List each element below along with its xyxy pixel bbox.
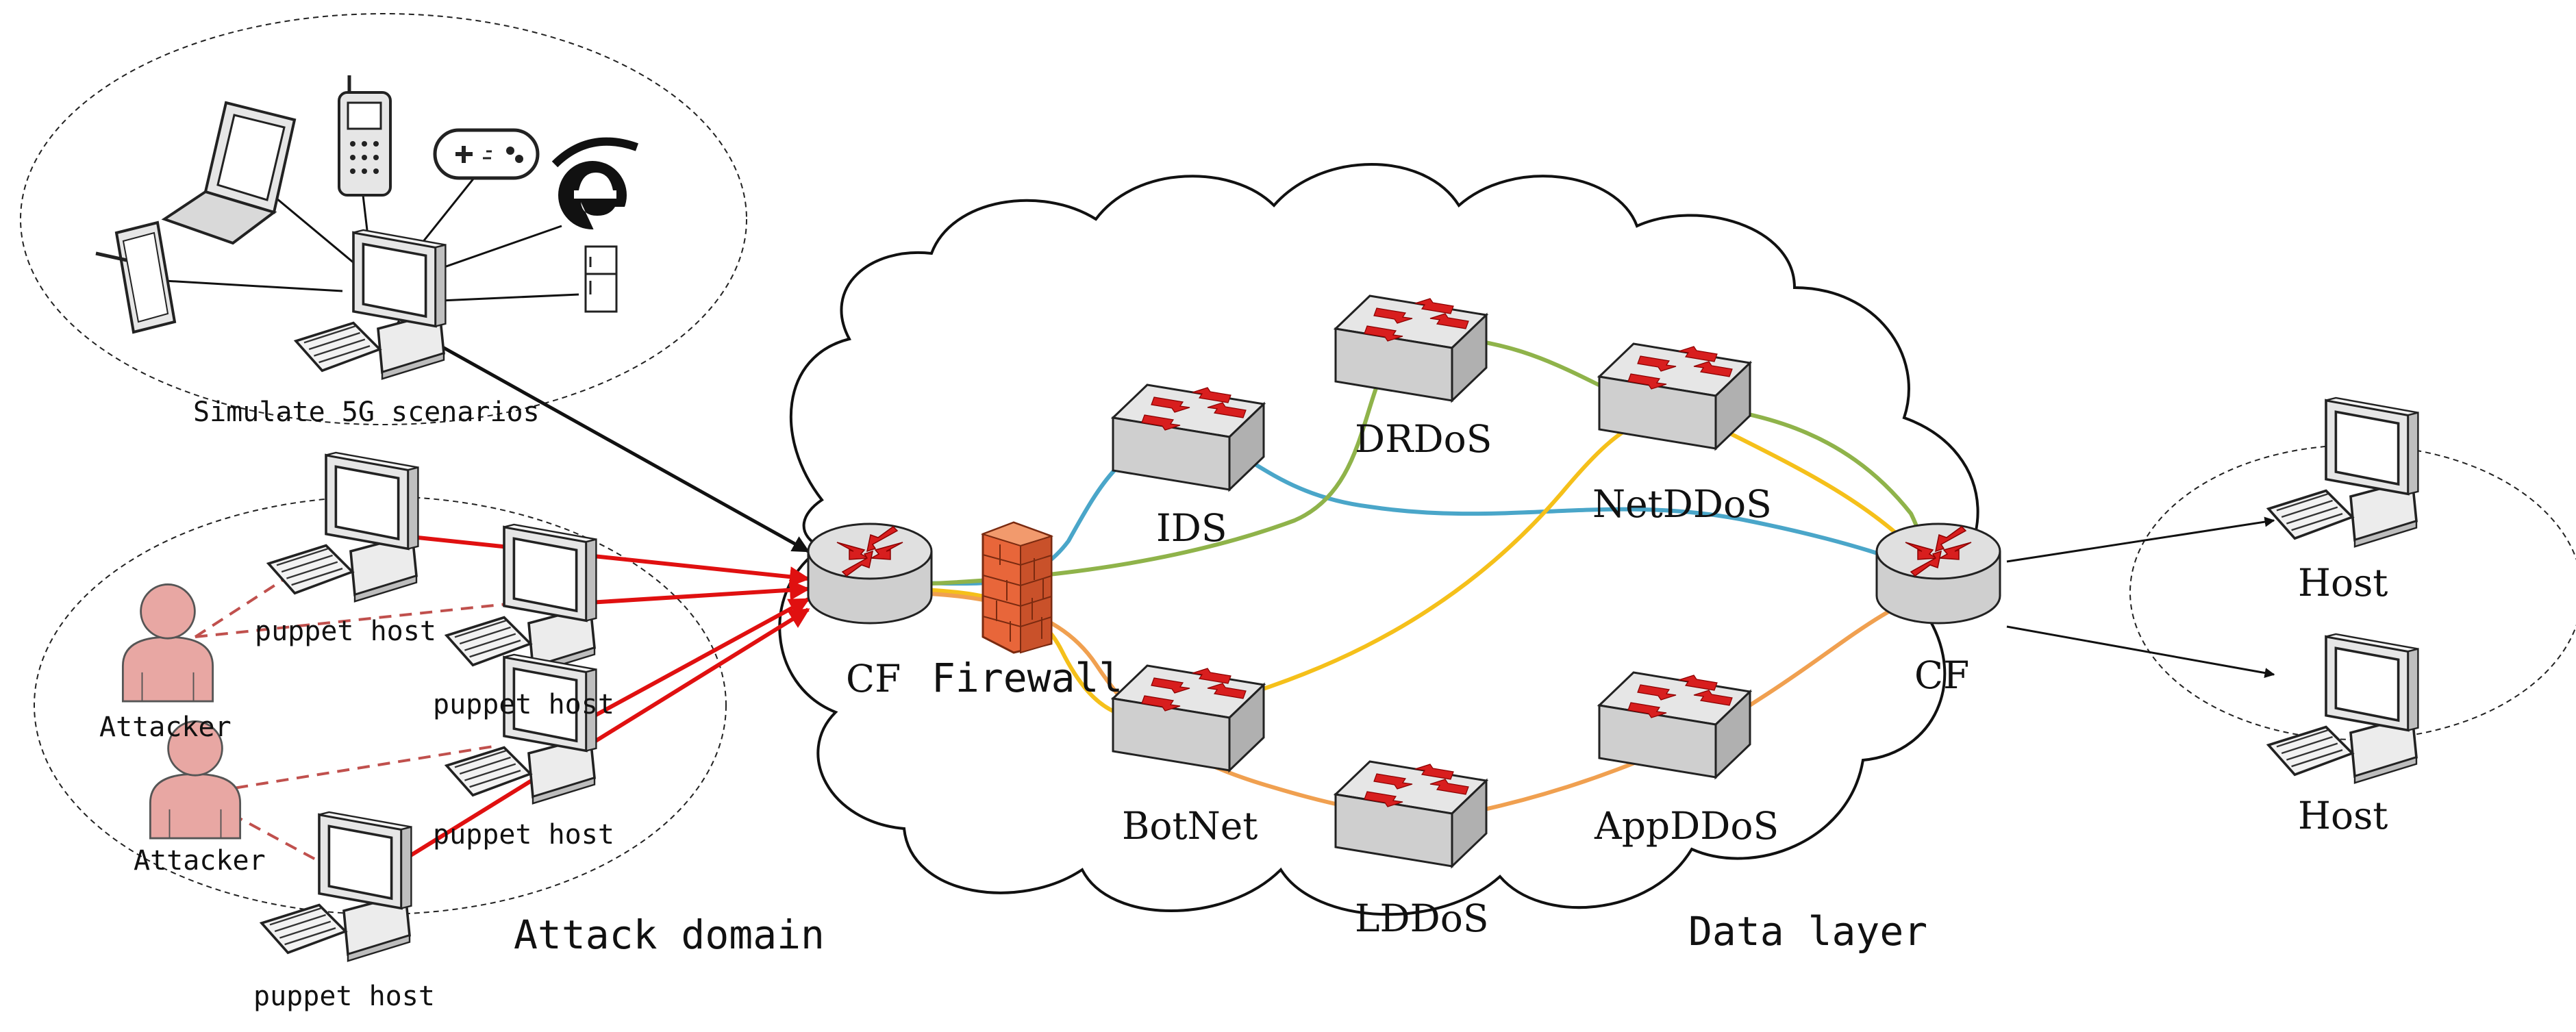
netddos-label: NetDDoS bbox=[1592, 482, 1772, 526]
attacker-label-2: Attacker bbox=[134, 845, 266, 877]
laptop-icon bbox=[161, 101, 297, 245]
scenario-to-cf-arrow bbox=[396, 320, 810, 553]
lddos-label: LDDoS bbox=[1355, 896, 1489, 940]
puppet-host-2-icon bbox=[445, 523, 598, 675]
puppet-host-4-icon bbox=[260, 811, 413, 962]
attacker-1-icon bbox=[121, 583, 214, 703]
tablet-icon bbox=[95, 221, 177, 334]
cf-left-router-icon bbox=[807, 523, 933, 625]
botnet-label: BotNet bbox=[1122, 804, 1258, 848]
drdos-switch-icon bbox=[1334, 294, 1488, 402]
netddos-switch-icon bbox=[1598, 342, 1751, 450]
ids-label: IDS bbox=[1156, 506, 1227, 550]
attack-domain-label: Attack domain bbox=[514, 911, 825, 958]
cf-right-router-icon bbox=[1875, 523, 2001, 625]
cf-to-host-2-line bbox=[2006, 625, 2275, 678]
attack-line-1 bbox=[417, 536, 810, 588]
puppet-host-label-1: puppet host bbox=[255, 616, 436, 647]
host-1-label: Host bbox=[2298, 561, 2388, 605]
fridge-icon bbox=[584, 245, 618, 313]
mobile-phone-icon bbox=[338, 75, 392, 197]
appddos-switch-icon bbox=[1598, 671, 1751, 779]
cf-to-host-1-line bbox=[2006, 516, 2275, 563]
ids-switch-icon bbox=[1112, 383, 1265, 491]
lddos-switch-icon bbox=[1334, 760, 1488, 868]
host-1-icon bbox=[2267, 397, 2420, 549]
host-2-label: Host bbox=[2298, 794, 2388, 838]
attacker-label-1: Attacker bbox=[99, 712, 232, 743]
scenarios-ellipse bbox=[20, 13, 747, 425]
puppet-host-label-3: puppet host bbox=[433, 819, 614, 851]
scenarios-label: Simulate 5G scenarios bbox=[193, 397, 540, 428]
puppet-host-1-icon bbox=[267, 451, 420, 603]
data-layer-label: Data layer bbox=[1688, 908, 1927, 955]
host-2-icon bbox=[2267, 633, 2420, 784]
firewall-icon bbox=[981, 521, 1053, 654]
drdos-label: DRDoS bbox=[1355, 417, 1492, 461]
puppet-host-3-icon bbox=[445, 653, 598, 805]
attack-line-4 bbox=[403, 607, 810, 861]
attack-line-2 bbox=[588, 579, 810, 605]
scenario-desktop-icon bbox=[295, 229, 447, 381]
firewall-label: Firewall bbox=[931, 655, 1123, 701]
path-blue bbox=[875, 436, 1940, 586]
puppet-host-label-2: puppet host bbox=[433, 689, 614, 720]
puppet-host-label-4: puppet host bbox=[253, 981, 435, 1012]
appddos-label: AppDDoS bbox=[1594, 804, 1779, 848]
cf-left-label: CF bbox=[846, 657, 901, 701]
path-yellow bbox=[875, 414, 1940, 720]
gamepad-icon bbox=[433, 128, 540, 180]
ie-browser-icon bbox=[551, 137, 639, 231]
botnet-switch-icon bbox=[1112, 664, 1265, 772]
attack-line-3 bbox=[581, 597, 810, 725]
cf-right-label: CF bbox=[1914, 653, 1969, 697]
